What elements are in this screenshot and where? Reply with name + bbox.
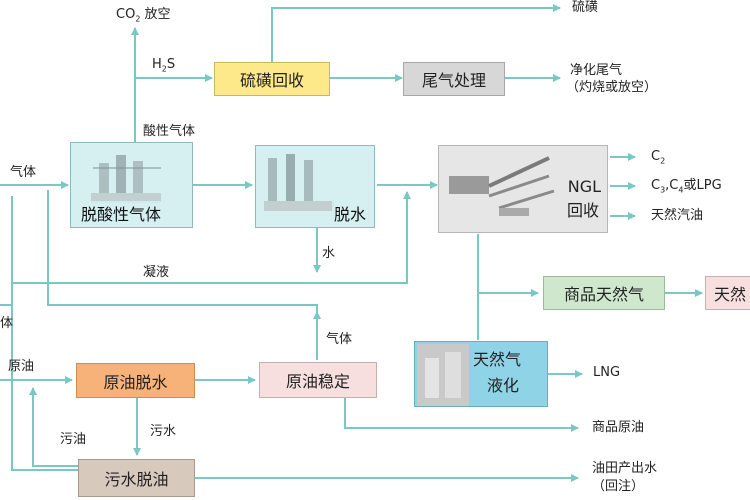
h2s-sub: 2 [161, 64, 167, 74]
ngl-recovery-box: NGL 回收 [438, 145, 608, 233]
c4-sub: 4 [678, 185, 684, 195]
c3c4-lpg-label: C3,C4或LPG [651, 178, 722, 195]
ngl-label-line1: NGL [567, 177, 601, 196]
crude-oil-inlet-label: 原油 [8, 359, 35, 374]
water-label: 水 [322, 246, 336, 261]
commercial-gas-label: 商品天然气 [563, 285, 644, 304]
co2-vent-label: CO2 放空 [116, 7, 171, 24]
lng-label-line2: 液化 [487, 376, 520, 395]
crude-stabilization-box: 原油稳定 [259, 362, 377, 398]
line-left-lower [11, 305, 78, 471]
wastewater-deoiling-box: 污水脱油 [78, 459, 195, 497]
c3-prefix: C [651, 178, 661, 193]
sulfur-product-label: 硫磺 [572, 0, 599, 15]
acid-gas-removal-label: 脱酸性气体 [79, 201, 164, 225]
crude-dehydration-box: 原油脱水 [76, 363, 195, 398]
dehydration-box: 脱水 [255, 145, 375, 228]
purified-tail-gas-label: 净化尾气 [570, 63, 623, 78]
left-body-label: 体 [0, 316, 14, 331]
acid-gas-removal-box: 脱酸性气体 [70, 142, 193, 228]
produced-water-label: 油田产出水 [592, 461, 658, 476]
commercial-gas-box: 商品天然气 [543, 276, 665, 310]
tail-gas-treatment-label: 尾气处理 [421, 71, 486, 90]
line-commercial-crude [344, 398, 579, 432]
sulfur-recovery-box: 硫磺回收 [214, 62, 330, 96]
c3-sub: 3 [660, 185, 666, 195]
dehydration-unit-illustration [264, 154, 334, 211]
condensate-label: 凝液 [143, 265, 170, 280]
line-condensate [12, 191, 411, 284]
h2s-suffix: S [166, 57, 176, 72]
crude-dehydration-label: 原油脱水 [103, 372, 168, 392]
co2-prefix: CO [116, 7, 136, 22]
natural-gasoline-label: 天然汽油 [651, 208, 704, 223]
waste-oil-label: 污油 [60, 432, 87, 447]
lng-box: 天然气 液化 [414, 341, 548, 407]
lng-unit-illustration [417, 344, 469, 406]
tail-gas-treatment-box: 尾气处理 [403, 62, 505, 96]
ngl-unit-illustration [449, 156, 555, 216]
crude-stabilization-label: 原油稳定 [285, 372, 350, 391]
stabilizer-gas-label: 气体 [326, 332, 353, 347]
line-left-vertical [0, 196, 13, 306]
c2-sub: 2 [660, 156, 666, 166]
gas-inlet-label: 气体 [10, 165, 37, 180]
commercial-gas-partial-box: 天然 [705, 276, 750, 310]
c3-suffix: 或LPG [683, 178, 722, 193]
wastewater-deoiling-label: 污水脱油 [104, 470, 169, 489]
commercial-crude-label: 商品原油 [592, 420, 645, 435]
dehydration-label: 脱水 [331, 201, 368, 225]
h2s-label: H2S [152, 57, 176, 74]
lng-product-label: LNG [593, 365, 621, 380]
ngl-label-line2: 回收 [566, 201, 599, 220]
lng-label-line1: 天然气 [473, 350, 522, 369]
line-waste-oil [29, 387, 78, 467]
acid-gas-label: 酸性气体 [143, 124, 196, 139]
produced-water-note: （回注） [592, 479, 645, 494]
c2-prefix: C [651, 149, 661, 164]
co2-suffix: 放空 [140, 7, 171, 22]
waste-water-label: 污水 [150, 424, 177, 439]
h2s-prefix: H [152, 57, 162, 72]
line-to-sulfur [271, 4, 561, 62]
sulfur-recovery-label: 硫磺回收 [239, 71, 304, 90]
purified-tail-gas-note: （灼烧或放空） [566, 80, 658, 95]
c3-mid: ,C [665, 178, 679, 193]
commercial-gas-partial-label: 天然 [714, 285, 747, 304]
co2-sub: 2 [135, 14, 141, 24]
c2-label: C2 [651, 149, 666, 166]
acid-gas-unit-illustration [91, 155, 161, 203]
